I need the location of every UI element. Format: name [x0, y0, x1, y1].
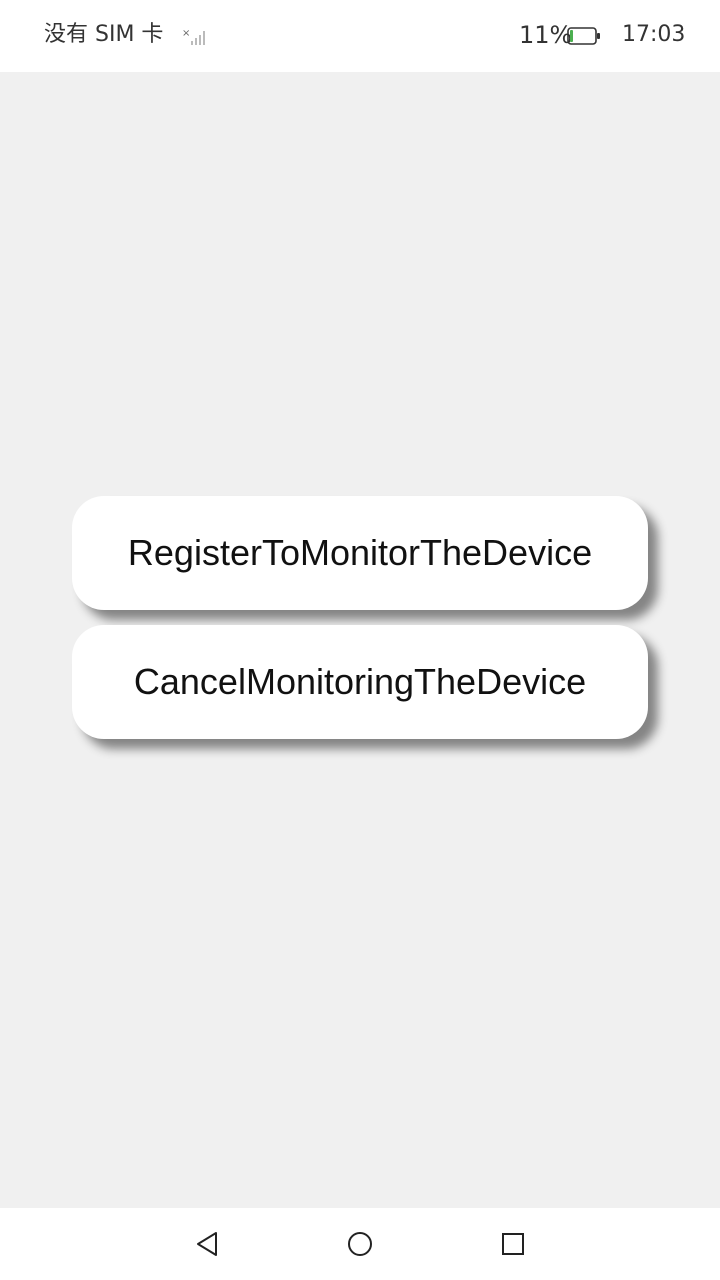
status-bar: 没有 SIM 卡 × 11% 17:03: [0, 0, 720, 72]
register-monitor-device-button[interactable]: RegisterToMonitorTheDevice: [72, 496, 648, 610]
svg-text:×: ×: [182, 28, 190, 39]
clock: 17:03: [622, 22, 686, 47]
home-circle-icon[interactable]: [342, 1226, 378, 1262]
cancel-monitoring-device-button[interactable]: CancelMonitoringTheDevice: [72, 625, 648, 739]
main-content: RegisterToMonitorTheDevice CancelMonitor…: [0, 72, 720, 1208]
back-triangle-icon[interactable]: [190, 1226, 226, 1262]
navigation-bar: [0, 1208, 720, 1280]
carrier-label: 没有 SIM 卡: [44, 22, 164, 47]
battery-icon: [567, 27, 600, 45]
battery-percent: 11%: [519, 21, 573, 49]
recent-apps-square-icon[interactable]: [495, 1226, 531, 1262]
signal-strength-icon: ×: [182, 28, 205, 45]
